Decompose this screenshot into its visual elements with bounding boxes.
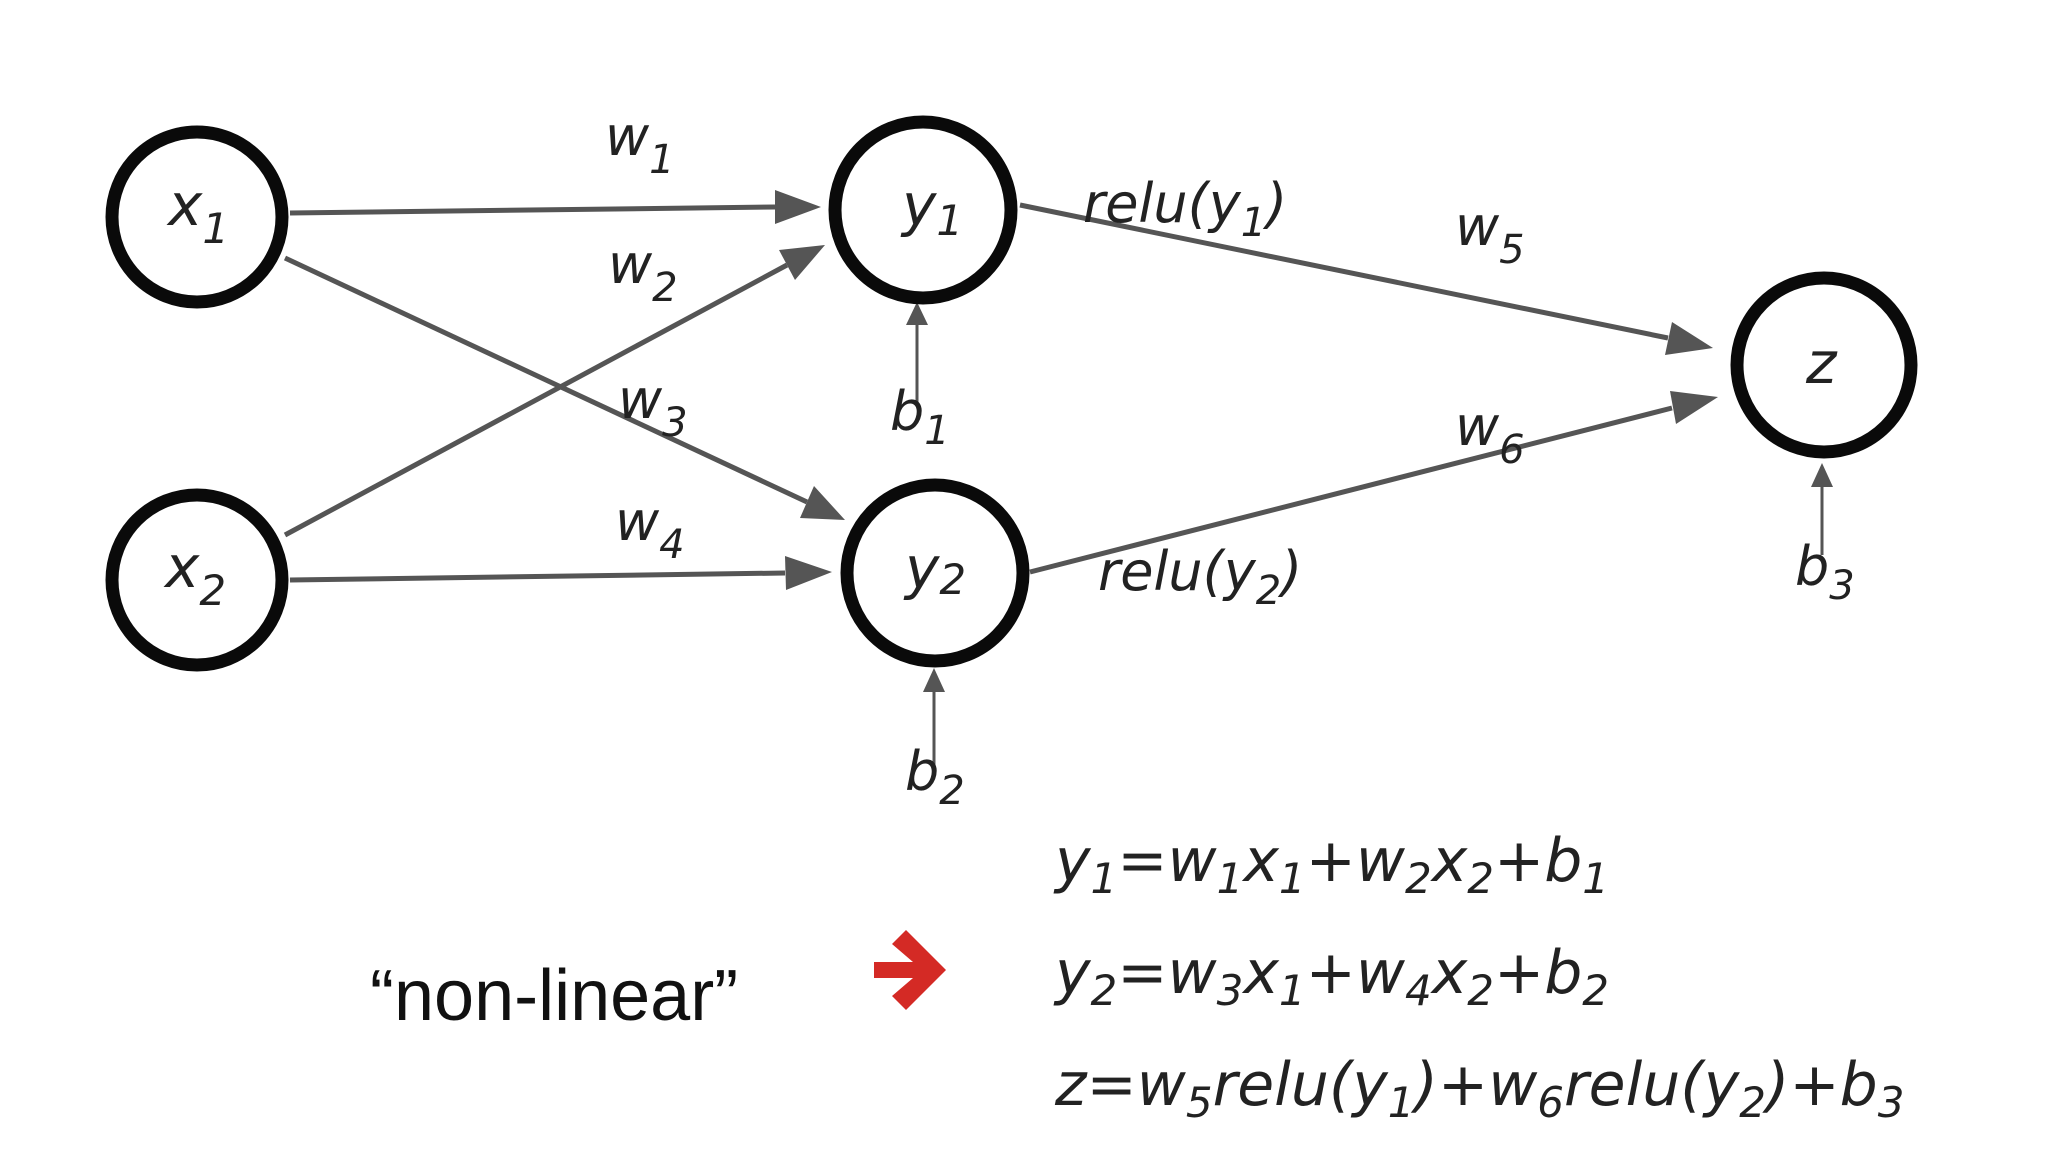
edge-x1-y2 (283, 255, 809, 505)
arrowhead-b3 (1811, 463, 1833, 487)
arrowhead-x1-y1 (775, 190, 821, 224)
equation-term: )+b (1765, 1050, 1878, 1120)
equation-subscript: 1 (1278, 966, 1306, 1015)
equation-subscript: 2 (1582, 966, 1610, 1015)
activation-label-relu-y1: relu(y1) (1083, 172, 1287, 246)
equation-term: x (1243, 826, 1279, 896)
weight-label-w3: w3 (618, 368, 688, 446)
equation-subscript: 5 (1185, 1078, 1213, 1127)
equation-term: +b (1493, 826, 1583, 896)
weight-label-w5: w5 (1455, 195, 1525, 273)
edge-x2-y1 (283, 262, 789, 538)
node-label-z: z (1805, 329, 1838, 397)
equation-term: =w (1117, 826, 1217, 896)
equation-subscript: 1 (1090, 854, 1118, 903)
node-y1 (828, 115, 1018, 305)
activation-label-relu-y2: relu(y2) (1098, 540, 1302, 614)
equation-term: x (1243, 938, 1279, 1008)
node-label-y2: y2 (903, 534, 966, 604)
bias-label-b3: b3 (1795, 535, 1855, 609)
equation-subscript: 2 (1467, 966, 1494, 1015)
weight-label-w4: w4 (615, 490, 685, 568)
arrowhead-x2-y2 (785, 556, 832, 590)
equation-term: z=w (1055, 1050, 1186, 1120)
equation-subscript: 1 (1387, 1078, 1415, 1127)
equation-line-2: y2=w3x1+w4x2+b2 (1055, 917, 1904, 1029)
arrowhead-y1-z (1665, 322, 1713, 355)
equation-subscript: 1 (1278, 854, 1306, 903)
node-label-x2: x2 (163, 533, 226, 615)
arrowhead-x1-y2 (800, 486, 845, 520)
equation-term: +w (1305, 938, 1405, 1008)
bias-label-b2: b2 (905, 740, 965, 814)
bias-label-b1: b1 (890, 380, 950, 454)
equation-term: +b (1493, 938, 1583, 1008)
edge-x2-y2 (289, 570, 786, 583)
equation-subscript: 2 (1404, 854, 1432, 903)
node-y2 (840, 478, 1030, 668)
equation-subscript: 2 (1739, 1078, 1766, 1127)
equation-subscript: 3 (1877, 1078, 1905, 1127)
equation-line-3: z=w5relu(y1)+w6relu(y2)+b3 (1055, 1029, 1904, 1141)
right-arrow-icon (874, 930, 946, 1010)
arrowhead-b1 (906, 302, 928, 325)
equation-line-1: y1=w1x1+w2x2+b1 (1055, 805, 1904, 917)
weight-label-w6: w6 (1455, 395, 1525, 473)
arrowhead-y2-z (1670, 391, 1718, 424)
non-linear-caption: “non-linear” (370, 956, 739, 1036)
equation-term: y (1055, 826, 1091, 896)
weight-label-w2: w2 (608, 233, 678, 311)
edge-y2-z (1029, 405, 1673, 575)
edge-x1-y1 (289, 204, 776, 216)
node-x1 (105, 125, 289, 309)
weight-label-w1: w1 (605, 105, 675, 183)
equation-subscript: 1 (1216, 854, 1244, 903)
arrowhead-x2-y1 (779, 245, 825, 280)
arrowhead-b2 (923, 668, 945, 692)
equation-subscript: 2 (1090, 966, 1118, 1015)
equation-term: relu(y (1212, 1050, 1388, 1120)
equation-subscript: 1 (1582, 854, 1610, 903)
equation-term: y (1055, 938, 1091, 1008)
equation-term: +w (1305, 826, 1405, 896)
node-label-x1: x1 (166, 171, 229, 253)
equation-subscript: 6 (1537, 1078, 1565, 1127)
node-x2 (105, 488, 289, 672)
edge-y1-z (1019, 202, 1669, 341)
equation-term: x (1431, 826, 1468, 896)
equation-term: =w (1117, 938, 1217, 1008)
node-z (1730, 271, 1918, 459)
equation-subscript: 3 (1216, 966, 1244, 1015)
node-label-y1: y1 (900, 171, 963, 245)
equation-term: )+w (1414, 1050, 1538, 1120)
equation-subscript: 4 (1404, 966, 1432, 1015)
equation-term: relu(y (1564, 1050, 1740, 1120)
equation-term: x (1431, 938, 1468, 1008)
equation-subscript: 2 (1467, 854, 1494, 903)
